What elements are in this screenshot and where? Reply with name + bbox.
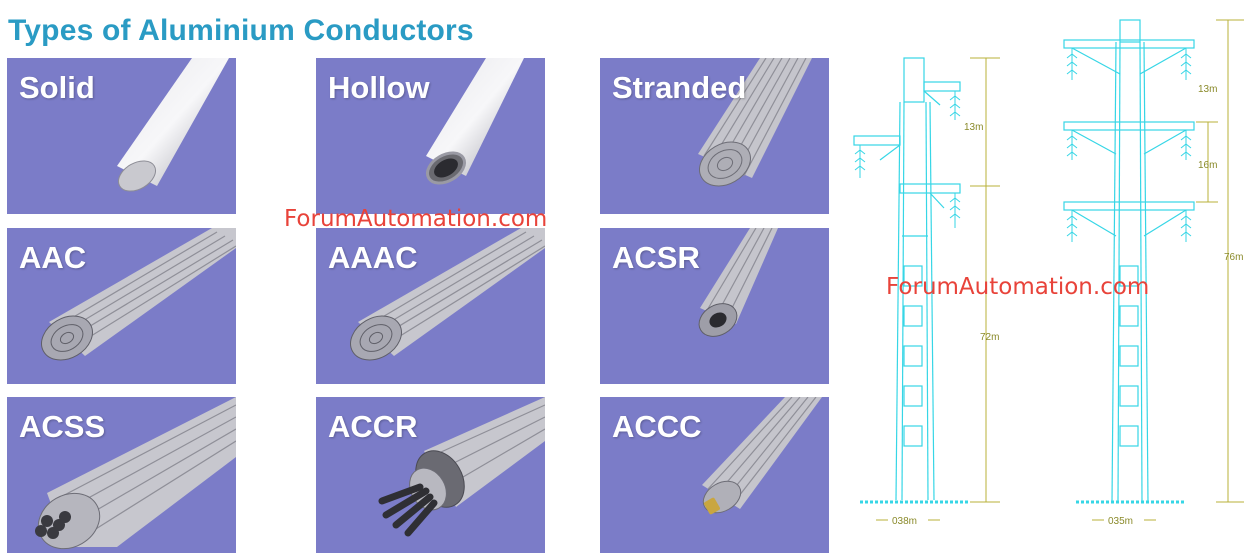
conductor-label: ACSS xyxy=(19,409,106,444)
conductor-label: AAC xyxy=(19,240,87,275)
left-tower xyxy=(853,57,970,504)
conductor-tile-accc: ACCC xyxy=(600,397,829,553)
conductor-tile-aac: AAC xyxy=(7,228,236,384)
stranded-conductor-illustration xyxy=(698,58,812,187)
conductor-label: ACSR xyxy=(612,240,700,275)
conductor-label: Solid xyxy=(19,70,95,105)
right-height-label: 76m xyxy=(1224,252,1243,263)
conductor-label: ACCR xyxy=(328,409,418,444)
right-base-label: 035m xyxy=(1108,516,1133,527)
conductor-tile-solid: Solid xyxy=(7,58,236,214)
acss-conductor-illustration xyxy=(35,397,236,550)
accc-conductor-illustration xyxy=(702,397,822,515)
right-tower-dimensions xyxy=(1092,19,1244,521)
aac-conductor-illustration xyxy=(41,228,236,361)
page-title: Types of Aluminium Conductors xyxy=(8,14,474,47)
left-tower-dimensions xyxy=(876,57,1000,521)
conductor-tile-acsr: ACSR xyxy=(600,228,829,384)
watermark-text: ForumAutomation.com xyxy=(284,206,548,232)
conductor-tile-stranded: Stranded xyxy=(600,58,829,214)
right-mid-spacing-label: 16m xyxy=(1198,160,1217,171)
left-height-label: 72m xyxy=(980,332,999,343)
conductor-tile-acss: ACSS xyxy=(7,397,236,553)
solid-conductor-illustration xyxy=(117,58,229,192)
conductor-label: Stranded xyxy=(612,70,747,105)
acsr-conductor-illustration xyxy=(698,228,778,337)
conductor-label: Hollow xyxy=(328,70,430,105)
right-tower xyxy=(1063,19,1195,504)
left-spacing-label: 13m xyxy=(964,122,983,133)
conductor-label: ACCC xyxy=(612,409,702,444)
conductor-tile-aaac: AAAC xyxy=(316,228,545,384)
conductor-label: AAAC xyxy=(328,240,418,275)
aaac-conductor-illustration xyxy=(350,228,545,361)
accr-conductor-illustration xyxy=(378,397,545,537)
hollow-conductor-illustration xyxy=(426,58,524,185)
watermark-text: ForumAutomation.com xyxy=(886,274,1150,300)
left-base-label: 038m xyxy=(892,516,917,527)
conductor-tile-accr: ACCR xyxy=(316,397,545,553)
right-top-spacing-label: 13m xyxy=(1198,84,1217,95)
conductor-tile-hollow: Hollow xyxy=(316,58,545,214)
transmission-towers-diagram: 13m 72m 038m xyxy=(853,19,1244,527)
